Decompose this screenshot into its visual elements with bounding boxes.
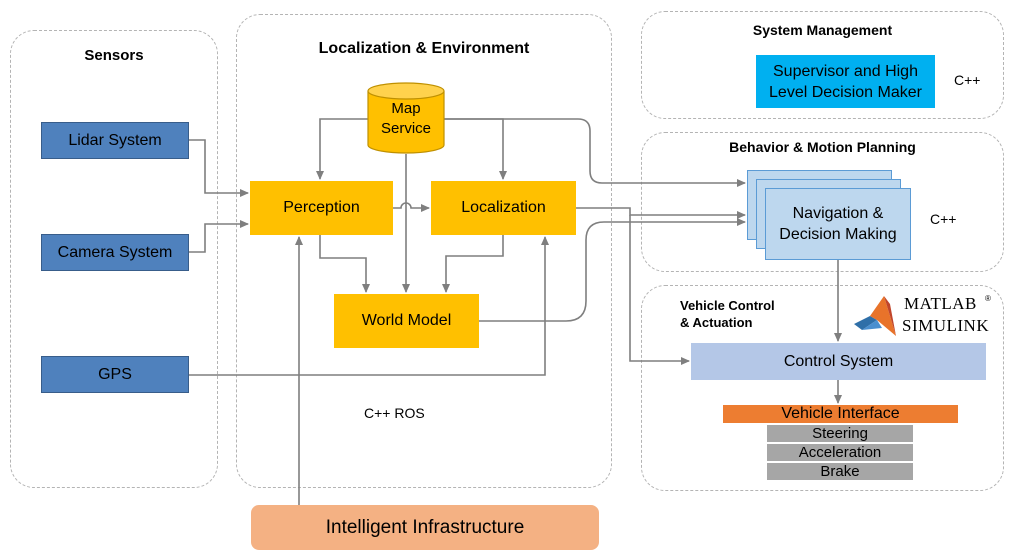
trademark-mark: ® — [985, 294, 991, 303]
matlab-simulink-logo: MATLAB ® SIMULINK — [852, 292, 994, 340]
system-management-panel-title: System Management — [752, 22, 893, 38]
localization-panel-title: Localization & Environment — [318, 40, 530, 57]
control-system-box: Control System — [691, 343, 986, 380]
localization-box: Localization — [431, 181, 576, 235]
lidar-system-box: Lidar System — [41, 122, 189, 159]
system-management-lang: C++ — [954, 72, 981, 88]
gps-box: GPS — [41, 356, 189, 393]
sensors-panel-title: Sensors — [84, 47, 144, 64]
cpp-ros-label: C++ ROS — [364, 405, 425, 421]
brake-box: Brake — [766, 462, 914, 481]
perception-box: Perception — [250, 181, 393, 235]
vehicle-interface-box: Vehicle Interface — [723, 405, 958, 423]
behavior-panel-title: Behavior & Motion Planning — [729, 139, 916, 155]
matlab-membrane-icon — [854, 296, 896, 336]
world-model-box: World Model — [334, 294, 479, 348]
vehicle-control-panel-title: Vehicle Control & Actuation — [680, 298, 775, 330]
map-service-label: Map Service — [380, 100, 432, 137]
supervisor-box: Supervisor and High Level Decision Maker — [756, 55, 935, 108]
camera-system-box: Camera System — [41, 234, 189, 271]
matlab-text: MATLAB — [904, 294, 977, 313]
acceleration-box: Acceleration — [766, 443, 914, 462]
navigation-box: Navigation & Decision Making — [765, 188, 911, 260]
simulink-text: SIMULINK — [902, 316, 990, 335]
steering-box: Steering — [766, 424, 914, 443]
intelligent-infrastructure-box: Intelligent Infrastructure — [251, 505, 599, 550]
behavior-lang: C++ — [930, 211, 957, 227]
